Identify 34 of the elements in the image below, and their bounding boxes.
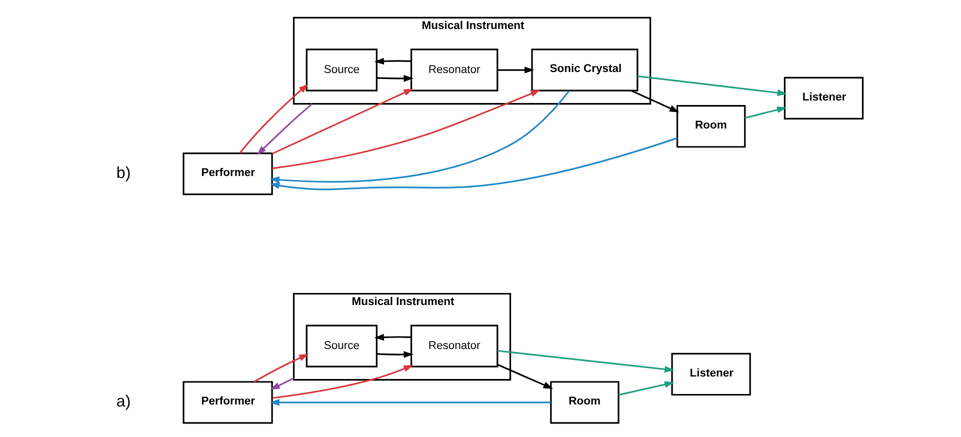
arrow [630,90,680,112]
arrow [618,381,674,396]
node-box: Performer [182,152,273,196]
label: a) [116,392,131,410]
arrow [498,66,534,74]
arrow [376,351,414,358]
arrow [376,75,414,82]
arrow [270,90,570,184]
arrow [239,84,308,154]
node-box: Source [306,324,378,368]
arrow [497,364,554,389]
arrow [270,377,294,390]
arrow [497,350,674,373]
node-box: Listener [671,352,751,396]
node-box: Resonator [410,48,498,92]
arrow [270,137,678,190]
arrow [744,106,787,119]
arrow [256,103,313,155]
arrow [272,88,414,154]
node-box: Room [550,381,620,424]
arrow [272,90,540,170]
arrow [638,75,788,96]
node-box: Resonator [410,324,498,368]
label: b) [116,164,131,182]
node-box: Sonic Crystal [531,48,638,92]
arrow [254,354,309,382]
arrow [272,365,414,399]
arrow [374,334,412,341]
node-box: Performer [182,381,273,424]
arrow [374,58,412,65]
node-box: Room [676,105,746,148]
node-box: Source [306,48,378,92]
node-box: Listener [784,76,864,120]
arrow [270,399,551,406]
